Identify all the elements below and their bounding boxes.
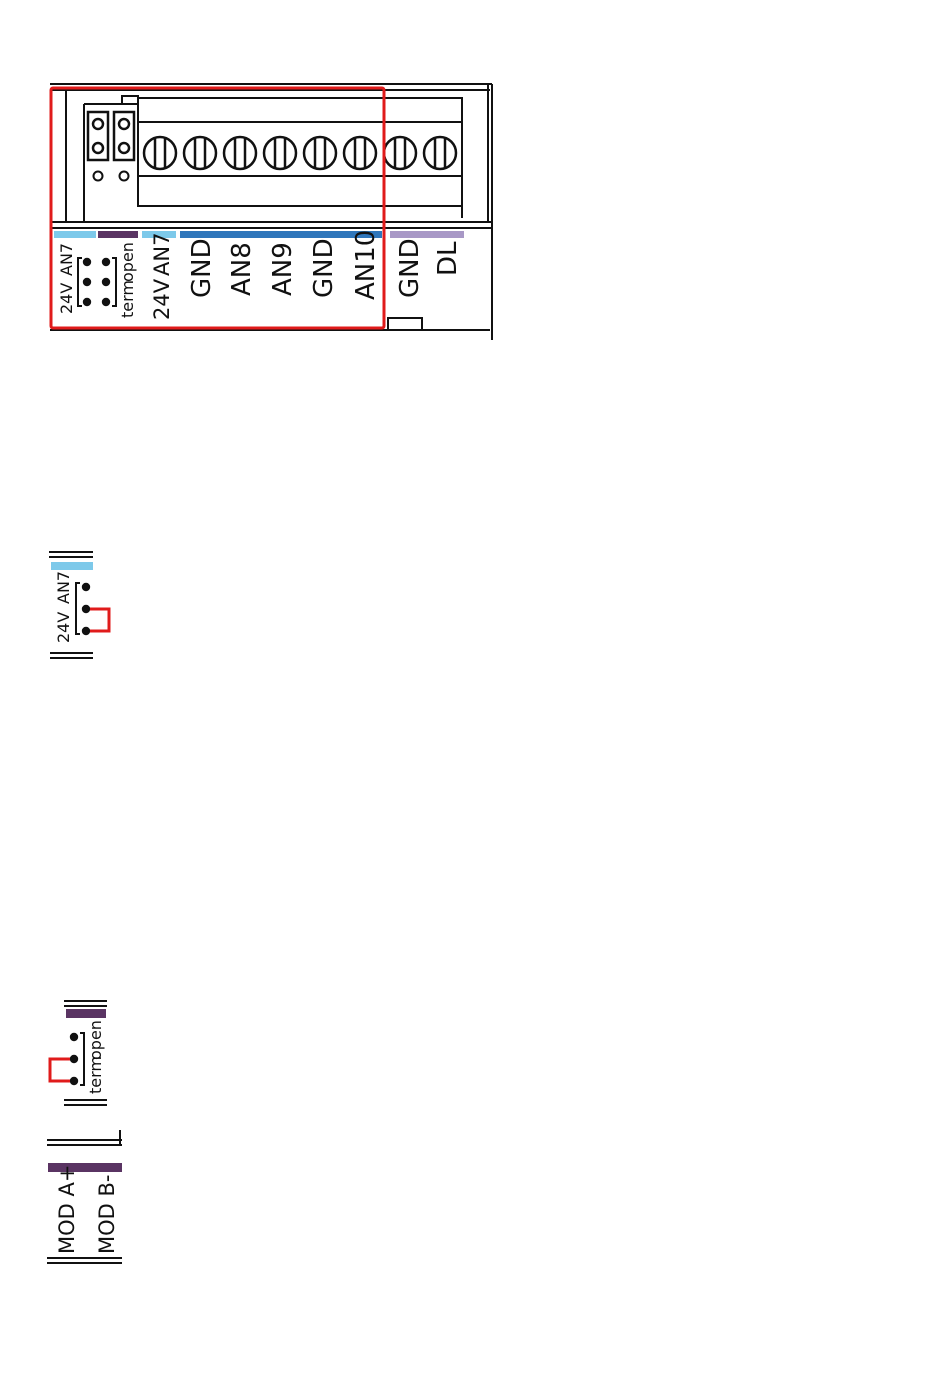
- jumper-label-an7: AN7: [57, 243, 76, 276]
- bar-purple-term: [98, 231, 138, 238]
- screw-icon: [224, 137, 256, 169]
- terminal-block: 24V AN7 term open 24V AN7 GND AN8 AN9 GN…: [50, 84, 492, 340]
- terminal-label-gnd: GND: [187, 238, 217, 298]
- detail-label-mod-b: MOD B-: [95, 1175, 119, 1254]
- detail-term-jumper: term open: [50, 1001, 107, 1105]
- terminal-label-an8: AN8: [227, 242, 257, 296]
- detail-label-open: open: [86, 1020, 105, 1060]
- detail-modbus: MOD A+ MOD B-: [47, 1130, 122, 1263]
- terminal-label-24v: 24V: [150, 278, 174, 320]
- detail-label-an7: AN7: [54, 571, 73, 604]
- screw-icon: [384, 137, 416, 169]
- bar-light-blue-jumper: [54, 231, 96, 238]
- detail-label-24v: 24V: [54, 612, 73, 643]
- detail-label-mod-a: MOD A+: [55, 1165, 79, 1254]
- screw-icon: [424, 137, 456, 169]
- terminal-label-an9: AN9: [268, 242, 298, 296]
- bar-lavender-dl: [390, 231, 464, 238]
- bar-light-blue: [51, 562, 93, 570]
- jumper-header-left: [88, 112, 108, 181]
- terminal-label-gnd-2: GND: [309, 238, 339, 298]
- screw-icon: [344, 137, 376, 169]
- jumper-header-right: [114, 112, 134, 181]
- red-jumper-link: [50, 1059, 70, 1081]
- jumper-label-open: open: [118, 242, 137, 282]
- screw-terminals: [144, 137, 456, 169]
- screw-icon: [184, 137, 216, 169]
- screw-icon: [144, 137, 176, 169]
- terminal-label-gnd-3: GND: [395, 238, 425, 298]
- jumper-label-term: term: [118, 280, 137, 318]
- jumper-label-24v: 24V: [57, 283, 76, 314]
- jumper-schematic: [78, 258, 116, 306]
- detail-an7-jumper: 24V AN7: [49, 552, 109, 658]
- terminal-label-an10: AN10: [351, 230, 381, 300]
- color-bars: [54, 231, 464, 238]
- terminal-label-dl: DL: [433, 241, 463, 276]
- terminal-label-an7: AN7: [150, 233, 174, 276]
- screw-icon: [264, 137, 296, 169]
- bar-purple: [66, 1009, 106, 1018]
- red-jumper-link: [90, 609, 109, 631]
- detail-label-term: term: [86, 1056, 105, 1094]
- screw-icon: [304, 137, 336, 169]
